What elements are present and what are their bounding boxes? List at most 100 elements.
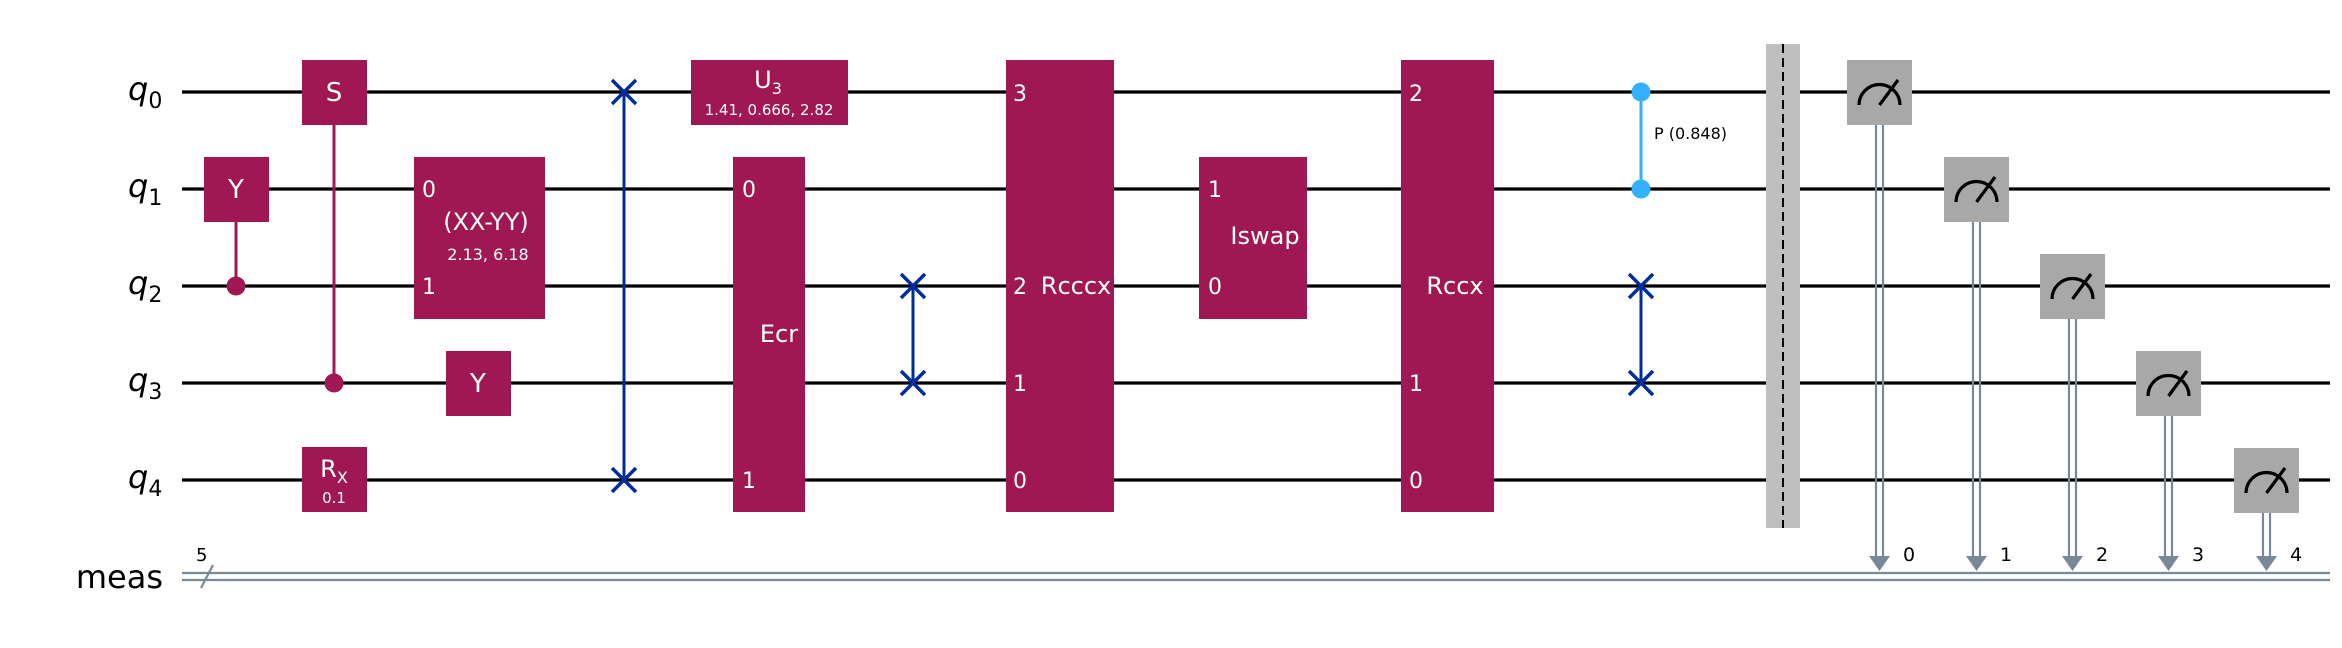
meter-needle-icon — [1975, 176, 1997, 203]
measure-arrow — [1966, 556, 1987, 571]
meter-arc-icon — [2146, 373, 2191, 397]
y-gate-q1-label: Y — [227, 175, 244, 205]
barrier — [1766, 44, 1800, 528]
y-gate-q3-label: Y — [469, 369, 486, 399]
swap-x-q2-second — [1627, 272, 1655, 300]
y-gate-q1 — [204, 157, 269, 222]
ecr-pin-top: 0 — [742, 178, 756, 203]
cs-control-dot — [324, 373, 344, 393]
measure-arrow — [2158, 556, 2179, 571]
rccx-gate-box — [1401, 60, 1494, 512]
xxyy-pin-bottom: 1 — [422, 275, 436, 300]
rccx-gate: 2 1 0 Rccx — [1401, 60, 1494, 512]
measure-bit-label: 1 — [2000, 544, 2012, 566]
rx-gate-box — [302, 447, 367, 512]
meter-needle-icon — [2071, 273, 2093, 300]
meter-arc-icon — [1954, 179, 1999, 203]
meter-needle-icon — [1878, 79, 1900, 106]
swap-gate-q0-q4 — [610, 78, 638, 494]
s-gate-q0-label: S — [326, 78, 343, 108]
rx-gate-param: 0.1 — [322, 489, 346, 507]
y-gate-q3-box — [446, 351, 511, 416]
rx-gate-label: RX — [320, 455, 348, 487]
controlled-phase-gate: P (0.848) — [1631, 82, 1727, 199]
qubit-label-q3: q3 — [128, 361, 162, 405]
xxyy-gate-label: (XX-YY) — [443, 208, 529, 236]
rcccx-gate: 3 2 1 0 Rcccx — [1006, 60, 1114, 512]
rccx-gate-label: Rccx — [1426, 272, 1483, 300]
rcccx-gate-label: Rcccx — [1041, 272, 1111, 300]
measure-q4: 4 — [2234, 448, 2302, 571]
measure-arrow — [2062, 556, 2083, 571]
iswap-pin-top: 1 — [1208, 178, 1222, 203]
measure-q3: 3 — [2136, 351, 2204, 571]
meter-needle-icon — [2167, 370, 2189, 397]
cy-control-dot — [226, 276, 246, 296]
measure-box — [1847, 60, 1912, 125]
xx-minus-yy-gate: 0 1 (XX-YY) 2.13, 6.18 — [414, 157, 545, 319]
y-gate-q3: Y — [446, 351, 511, 416]
controlled-y-gate: Y — [204, 157, 269, 296]
rcccx-pin-q2: 2 — [1013, 275, 1027, 300]
swap-x-q0 — [610, 78, 638, 106]
xxyy-pin-top: 0 — [422, 178, 436, 203]
classical-register-label: meas — [76, 558, 163, 596]
rcccx-pin-q3: 1 — [1013, 372, 1027, 397]
swap-x-q3 — [899, 369, 927, 397]
rccx-pin-q4: 0 — [1409, 469, 1423, 494]
u3-gate-q0: U3 1.41, 0.666, 2.82 — [691, 60, 848, 125]
rccx-pin-q0: 2 — [1409, 82, 1423, 107]
measure-box — [2136, 351, 2201, 416]
ecr-gate-label: Ecr — [760, 320, 798, 348]
iswap-pin-bottom: 0 — [1208, 275, 1222, 300]
cp-gate-label: P (0.848) — [1654, 124, 1727, 143]
s-gate-q0 — [302, 60, 367, 125]
measure-box — [1944, 157, 2009, 222]
classical-wire: 5 — [182, 545, 2330, 589]
meter-arc-icon — [1857, 82, 1902, 106]
qubit-label-q0: q0 — [128, 70, 162, 114]
swap-x-q3-second — [1627, 369, 1655, 397]
measure-arrow — [2256, 556, 2277, 571]
qubit-labels: q0 q1 q2 q3 q4 meas — [76, 70, 163, 596]
meter-arc-icon — [2050, 276, 2095, 300]
measure-bit-label: 0 — [1903, 544, 1915, 566]
iswap-gate-box — [1199, 157, 1307, 319]
rx-gate-q4: RX 0.1 — [302, 447, 367, 512]
u3-gate-params: 1.41, 0.666, 2.82 — [705, 101, 834, 119]
iswap-gate-label: Iswap — [1230, 222, 1299, 250]
bus-slash — [200, 564, 214, 589]
rccx-pin-q3: 1 — [1409, 372, 1423, 397]
measure-bit-label: 4 — [2290, 544, 2302, 566]
rcccx-gate-box — [1006, 60, 1114, 512]
cp-dot-q0 — [1631, 82, 1651, 102]
measure-box — [2040, 254, 2105, 319]
qubit-label-q1: q1 — [128, 167, 162, 211]
ecr-gate-box — [733, 157, 805, 512]
meter-needle-icon — [2265, 467, 2287, 494]
qubit-label-q2: q2 — [128, 264, 162, 308]
measure-q1: 1 — [1944, 157, 2012, 571]
ecr-gate: 0 1 Ecr — [733, 157, 805, 512]
controlled-s-gate: S — [302, 60, 367, 393]
rcccx-pin-q0: 3 — [1013, 82, 1027, 107]
measure-q0: 0 — [1847, 60, 1915, 571]
qubit-label-q4: q4 — [128, 458, 162, 502]
cp-dot-q1 — [1631, 179, 1651, 199]
bus-width-label: 5 — [196, 545, 207, 566]
u3-gate-box — [691, 60, 848, 125]
iswap-gate: 1 0 Iswap — [1199, 157, 1307, 319]
measure-bit-label: 2 — [2096, 544, 2108, 566]
swap-x-q4 — [610, 466, 638, 494]
rcccx-pin-q4: 0 — [1013, 469, 1027, 494]
swap-x-q2 — [899, 272, 927, 300]
measure-bit-label: 3 — [2192, 544, 2204, 566]
measure-q2: 2 — [2040, 254, 2108, 571]
measure-arrow — [1869, 556, 1890, 571]
meter-arc-icon — [2244, 470, 2289, 494]
swap-gate-q2-q3-second — [1627, 272, 1655, 397]
xxyy-gate-params: 2.13, 6.18 — [447, 245, 528, 264]
measure-box — [2234, 448, 2299, 513]
ecr-pin-bottom: 1 — [742, 469, 756, 494]
